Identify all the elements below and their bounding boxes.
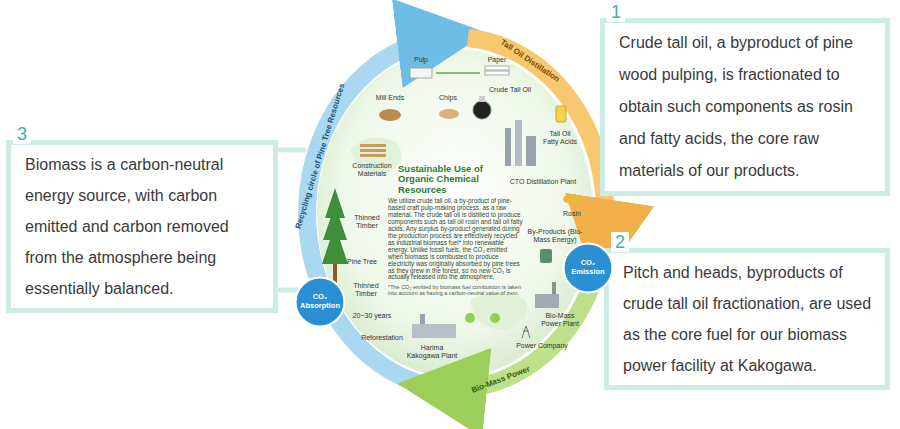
flow-line (436, 72, 480, 74)
illustration-label: Power Company (516, 342, 568, 350)
illustration-label: By-Products (Bio-Mass Energy) (525, 228, 585, 243)
callout-text: Pitch and heads, byproducts of crude tal… (623, 257, 875, 381)
callout-number: 3 (13, 124, 31, 144)
construction-plank (360, 144, 386, 147)
rosin-icon (563, 194, 581, 204)
biomass-drum (540, 249, 552, 263)
illustration-label: Bio-Mass Power Plant (538, 312, 582, 327)
callout-text: Crude tall oil, a byproduct of pine wood… (619, 27, 875, 187)
distillation-tower (515, 120, 522, 166)
illustration-label: Mill Ends (376, 94, 404, 102)
plant-icon (412, 324, 456, 338)
construction-plank (360, 149, 386, 152)
flask-neck (479, 96, 485, 102)
body-text: We utilize crude tall oil, a by-product … (388, 198, 523, 281)
callout-number: 2 (611, 232, 629, 252)
illustration-label: CTO Distillation Plant (510, 178, 576, 186)
fatty-acids-bottle (556, 106, 566, 122)
callout-box: 3Biomass is a carbon-neutral energy sour… (6, 140, 278, 313)
pine-tree (322, 188, 348, 264)
chimney (552, 282, 556, 294)
callout-box: 1Crude tall oil, a byproduct of pine woo… (600, 18, 890, 196)
illustration-label: Thinned Timber (349, 214, 385, 229)
callout-number: 1 (607, 2, 625, 22)
callout-leader (278, 148, 306, 153)
circle-text: CO₂ Absorption (300, 293, 340, 310)
footnote: *The CO₂ emitted by biomass fuel combust… (388, 284, 523, 296)
callout-text: Biomass is a carbon-neutral energy sourc… (25, 149, 263, 304)
globe (317, 49, 593, 377)
plant-stack (420, 314, 425, 324)
land-shape (470, 293, 528, 331)
paper-icon (485, 66, 509, 70)
illustration-label: 20~30 years (353, 312, 392, 320)
circle-text: CO₂ Emission (568, 259, 608, 276)
flask-icon (473, 101, 491, 119)
mill-ends-icon (379, 109, 401, 121)
pulp-icon (410, 68, 432, 78)
illustration-label: Tall Oil Fatty Acids (542, 130, 578, 145)
co2-circle: CO₂ Absorption (294, 276, 346, 328)
paper-icon (485, 71, 509, 75)
callout-box: 2Pitch and heads, byproducts of crude ta… (604, 248, 890, 390)
distillation-tower (505, 128, 511, 166)
circle-fill (564, 244, 613, 293)
illustration-label: Pulp (414, 56, 428, 64)
illustration-label: Thinned Timber (348, 282, 384, 297)
chips-icon (439, 109, 459, 119)
illustration-label: Paper (488, 56, 507, 64)
pylon-icon (522, 326, 530, 338)
circle-fill (296, 278, 345, 327)
power-plant-icon (535, 294, 559, 308)
lightbulb-icon (490, 313, 500, 323)
illustration-label: Crude Tall Oil (489, 86, 531, 94)
illustration-label: Construction Materials (349, 162, 395, 177)
diagram-heading: Sustainable Use of Organic Chemical Reso… (398, 164, 506, 195)
illustration-label: Harima Kakogawa Plant (406, 344, 458, 359)
co2-circle: CO₂ Emission (562, 242, 614, 294)
illustration-label: Rosin (563, 210, 581, 218)
illustration-label: Chips (439, 94, 457, 102)
lightbulb-icon (465, 313, 475, 323)
distillation-tower (526, 136, 536, 166)
illustration-label: Pine Tree (347, 258, 377, 266)
construction-plank (360, 154, 386, 157)
illustration-label: Reforestation (361, 334, 403, 342)
